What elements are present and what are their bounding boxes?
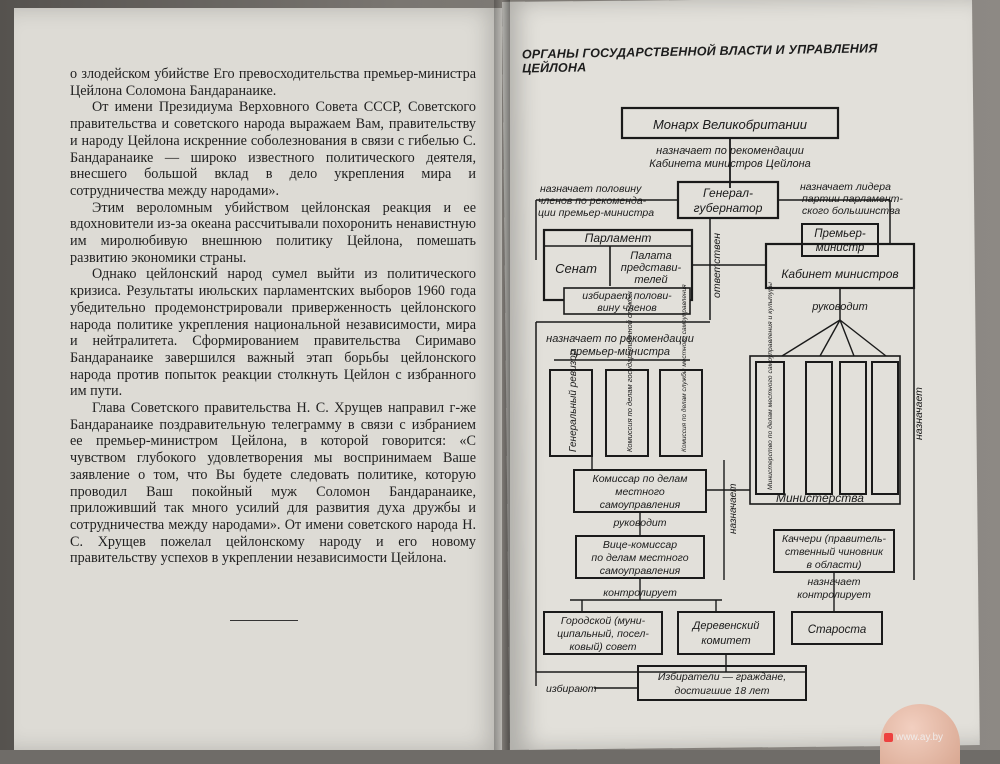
paragraph: Однако цейлонский народ сумел выйти из п… [70,266,476,400]
kachcheri-label-2: ственный чиновник [785,546,884,558]
prime-minister-label-1: Премьер- [814,228,866,240]
vice-commissioner-label-3: самоуправления [600,565,681,577]
commissioner-label-2: местного [615,486,665,498]
parliament-label: Парламент [585,231,652,245]
commissioner-label-1: Комиссар по делам [593,473,688,485]
government-structure-diagram: Монарх Великобритании назначает по реком… [535,106,925,701]
elects-half-label-2: вину членов [597,302,657,314]
governor-label-1: Генерал- [703,186,753,200]
paragraph: Этим вероломным убийством цейлонская реа… [70,199,476,266]
headman-label: Староста [808,624,867,636]
voters-label-1: Избиратели — граждане, [658,671,786,683]
commission-local-box [659,369,703,457]
cabinet-label: Кабинет министров [781,267,898,281]
headman-box [791,611,883,645]
appoints-rec-pm-label-2: премьер-министра [570,346,670,358]
auditor-box [549,369,593,457]
prime-minister-box [801,223,879,257]
ministry-local-box [755,361,785,495]
elect-label: избирают [546,683,597,695]
paragraph: о злодейском убийстве Его превосходитель… [70,66,476,99]
city-council-box [543,611,663,655]
ministry-box-2 [805,361,833,495]
ministries-group-box [749,355,901,505]
voters-label-2: достигшие 18 лет [675,685,770,697]
appoints-leader-label-3: ского большинства [802,205,900,217]
house-label-3: телей [634,274,667,286]
appoints-controls-label-2: контролирует [797,589,871,601]
appoints-rec-cabinet-label-1: назначает по рекомендации [656,145,804,157]
appoints-rec-pm-label-1: назначает по рекомендации [546,333,694,345]
appoints-leader-label-2: партии парламент- [802,193,903,205]
appoints-leader-label-1: назначает лидера [800,181,891,193]
watermark: www.ay.by [884,732,943,743]
commissioner-label-3: самоуправления [600,499,681,511]
city-council-label-3: ковый) совет [569,641,636,653]
voters-box [637,665,807,701]
paragraph: Глава Советского правительства Н. С. Хру… [70,400,476,567]
senate-label: Сенат [555,261,597,276]
house-label-1: Палата [630,250,671,262]
governor-label-2: губернатор [694,201,763,215]
directs-label-1: руководит [811,301,868,313]
left-page: о злодейском убийстве Его превосходитель… [14,8,502,750]
kachcheri-label-3: в области) [806,559,861,571]
vice-commissioner-label-2: по делам местного [591,552,688,564]
appoints-rec-cabinet-label-2: Кабинета министров Цейлона [649,158,811,170]
village-committee-box [677,611,775,655]
appoints-right-label: назначает [913,387,925,440]
village-committee-label-1: Деревенский [691,620,760,632]
appoints-half-label-3: ции премьер-министра [538,207,654,219]
monarch-label: Монарх Великобритании [653,117,807,132]
commission-civil-label: Комиссия по делам государственной службы [625,291,634,452]
site-logo-icon [884,732,893,742]
elects-half-label-1: избирает полови- [582,290,672,302]
city-council-label-2: ципальный, посел- [557,628,649,640]
kachcheri-label-1: Каччери (правитель- [782,533,887,545]
appoints-half-label-1: назначает половину [540,183,642,195]
controls-label: контролирует [603,587,677,599]
paragraph: От имени Президиума Верховного Совета СС… [70,99,476,199]
end-divider [230,620,298,621]
directs-label-2: руководит [612,517,666,529]
ministry-box-4 [871,361,899,495]
ministry-local-label: Министерство по делам местного самоуправ… [766,282,774,490]
ministries-label: Министерства [776,491,864,505]
watermark-text: www.ay.by [896,732,944,743]
appoints-controls-label-1: назначает [808,576,861,588]
city-council-label-1: Городской (муни- [561,615,646,627]
village-committee-label-2: комитет [701,635,750,647]
vice-commissioner-label-1: Вице-комиссар [603,539,677,551]
appoints-half-label-2: членов по рекоменда- [538,195,647,207]
commission-civil-box [605,369,649,457]
appoints-mid-label: назначает [728,484,739,534]
book-spine [494,0,510,750]
body-text: о злодейском убийстве Его превосходитель… [70,66,476,567]
auditor-label: Генеральный ревизор [568,349,579,452]
ministry-box-3 [839,361,867,495]
commission-local-label: Комиссия по делам службы местного самоуп… [680,284,688,452]
house-label-2: представи- [621,262,682,274]
